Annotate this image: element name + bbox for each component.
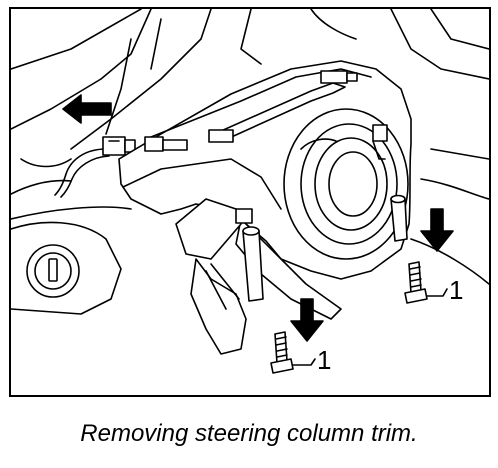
illustration-frame: 1 1: [9, 7, 491, 397]
screw-right-icon: [404, 261, 428, 304]
wiring-connector-left: [102, 136, 136, 156]
trim-connectors: [144, 70, 388, 160]
screw-left-leader: [292, 358, 316, 366]
steering-column-illustration: 1 1: [11, 9, 489, 375]
dashboard-background: [11, 9, 489, 285]
ignition-lock: [11, 221, 122, 315]
screw-boss-left: [242, 226, 264, 302]
callout-screw-left: 1: [317, 345, 331, 375]
figure-caption: Removing steering column trim.: [80, 420, 418, 447]
removal-arrow-left: [290, 298, 324, 342]
disconnect-arrow: [62, 94, 112, 124]
screw-left-icon: [270, 331, 294, 374]
removal-arrow-right: [420, 208, 454, 252]
switch-stalk: [175, 198, 253, 355]
steering-column-hub: [283, 108, 409, 260]
screw-boss-right: [390, 194, 408, 242]
wiring-harness: [54, 148, 110, 198]
callout-screw-right: 1: [449, 275, 463, 305]
screw-right-leader: [426, 288, 448, 297]
